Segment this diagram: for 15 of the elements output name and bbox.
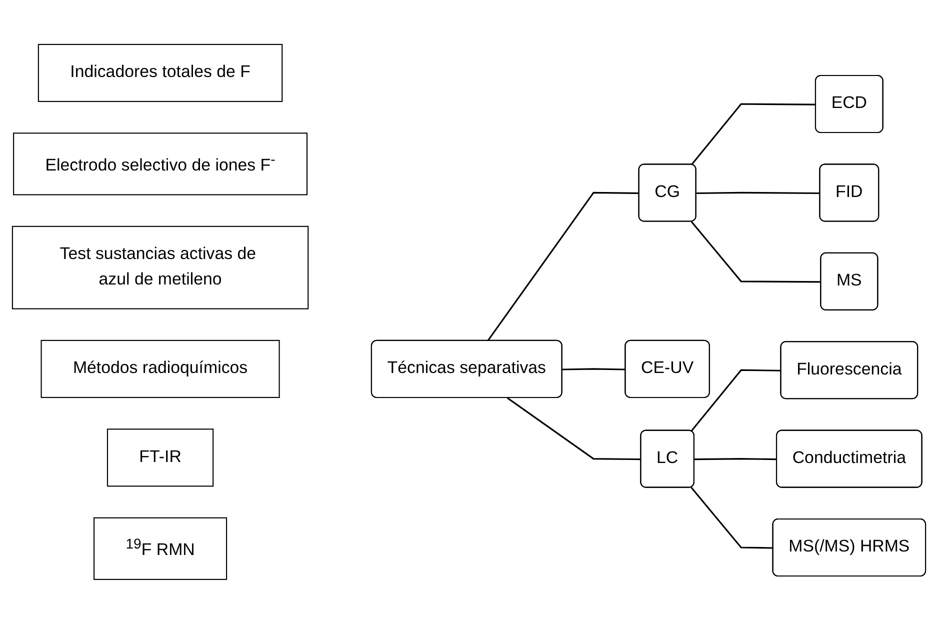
connector [487,191,640,341]
connector [690,102,816,165]
node-box: Indicadores totales de F [38,43,283,102]
node-box: $^{19}$F RMN [94,516,228,580]
node-box: FT-IR [106,428,214,486]
connector [690,220,822,282]
node-box: Test sustancias activas de azul de metileno [12,225,309,309]
connector [694,458,778,460]
connector [690,486,774,548]
node-box: Electrodo selectivo de iones F$^{-}$ [13,132,308,195]
connector [696,191,820,194]
node-box: Métodos radioquímicos [40,339,280,398]
connector [506,396,642,460]
connector [690,368,782,432]
connector [562,368,626,370]
